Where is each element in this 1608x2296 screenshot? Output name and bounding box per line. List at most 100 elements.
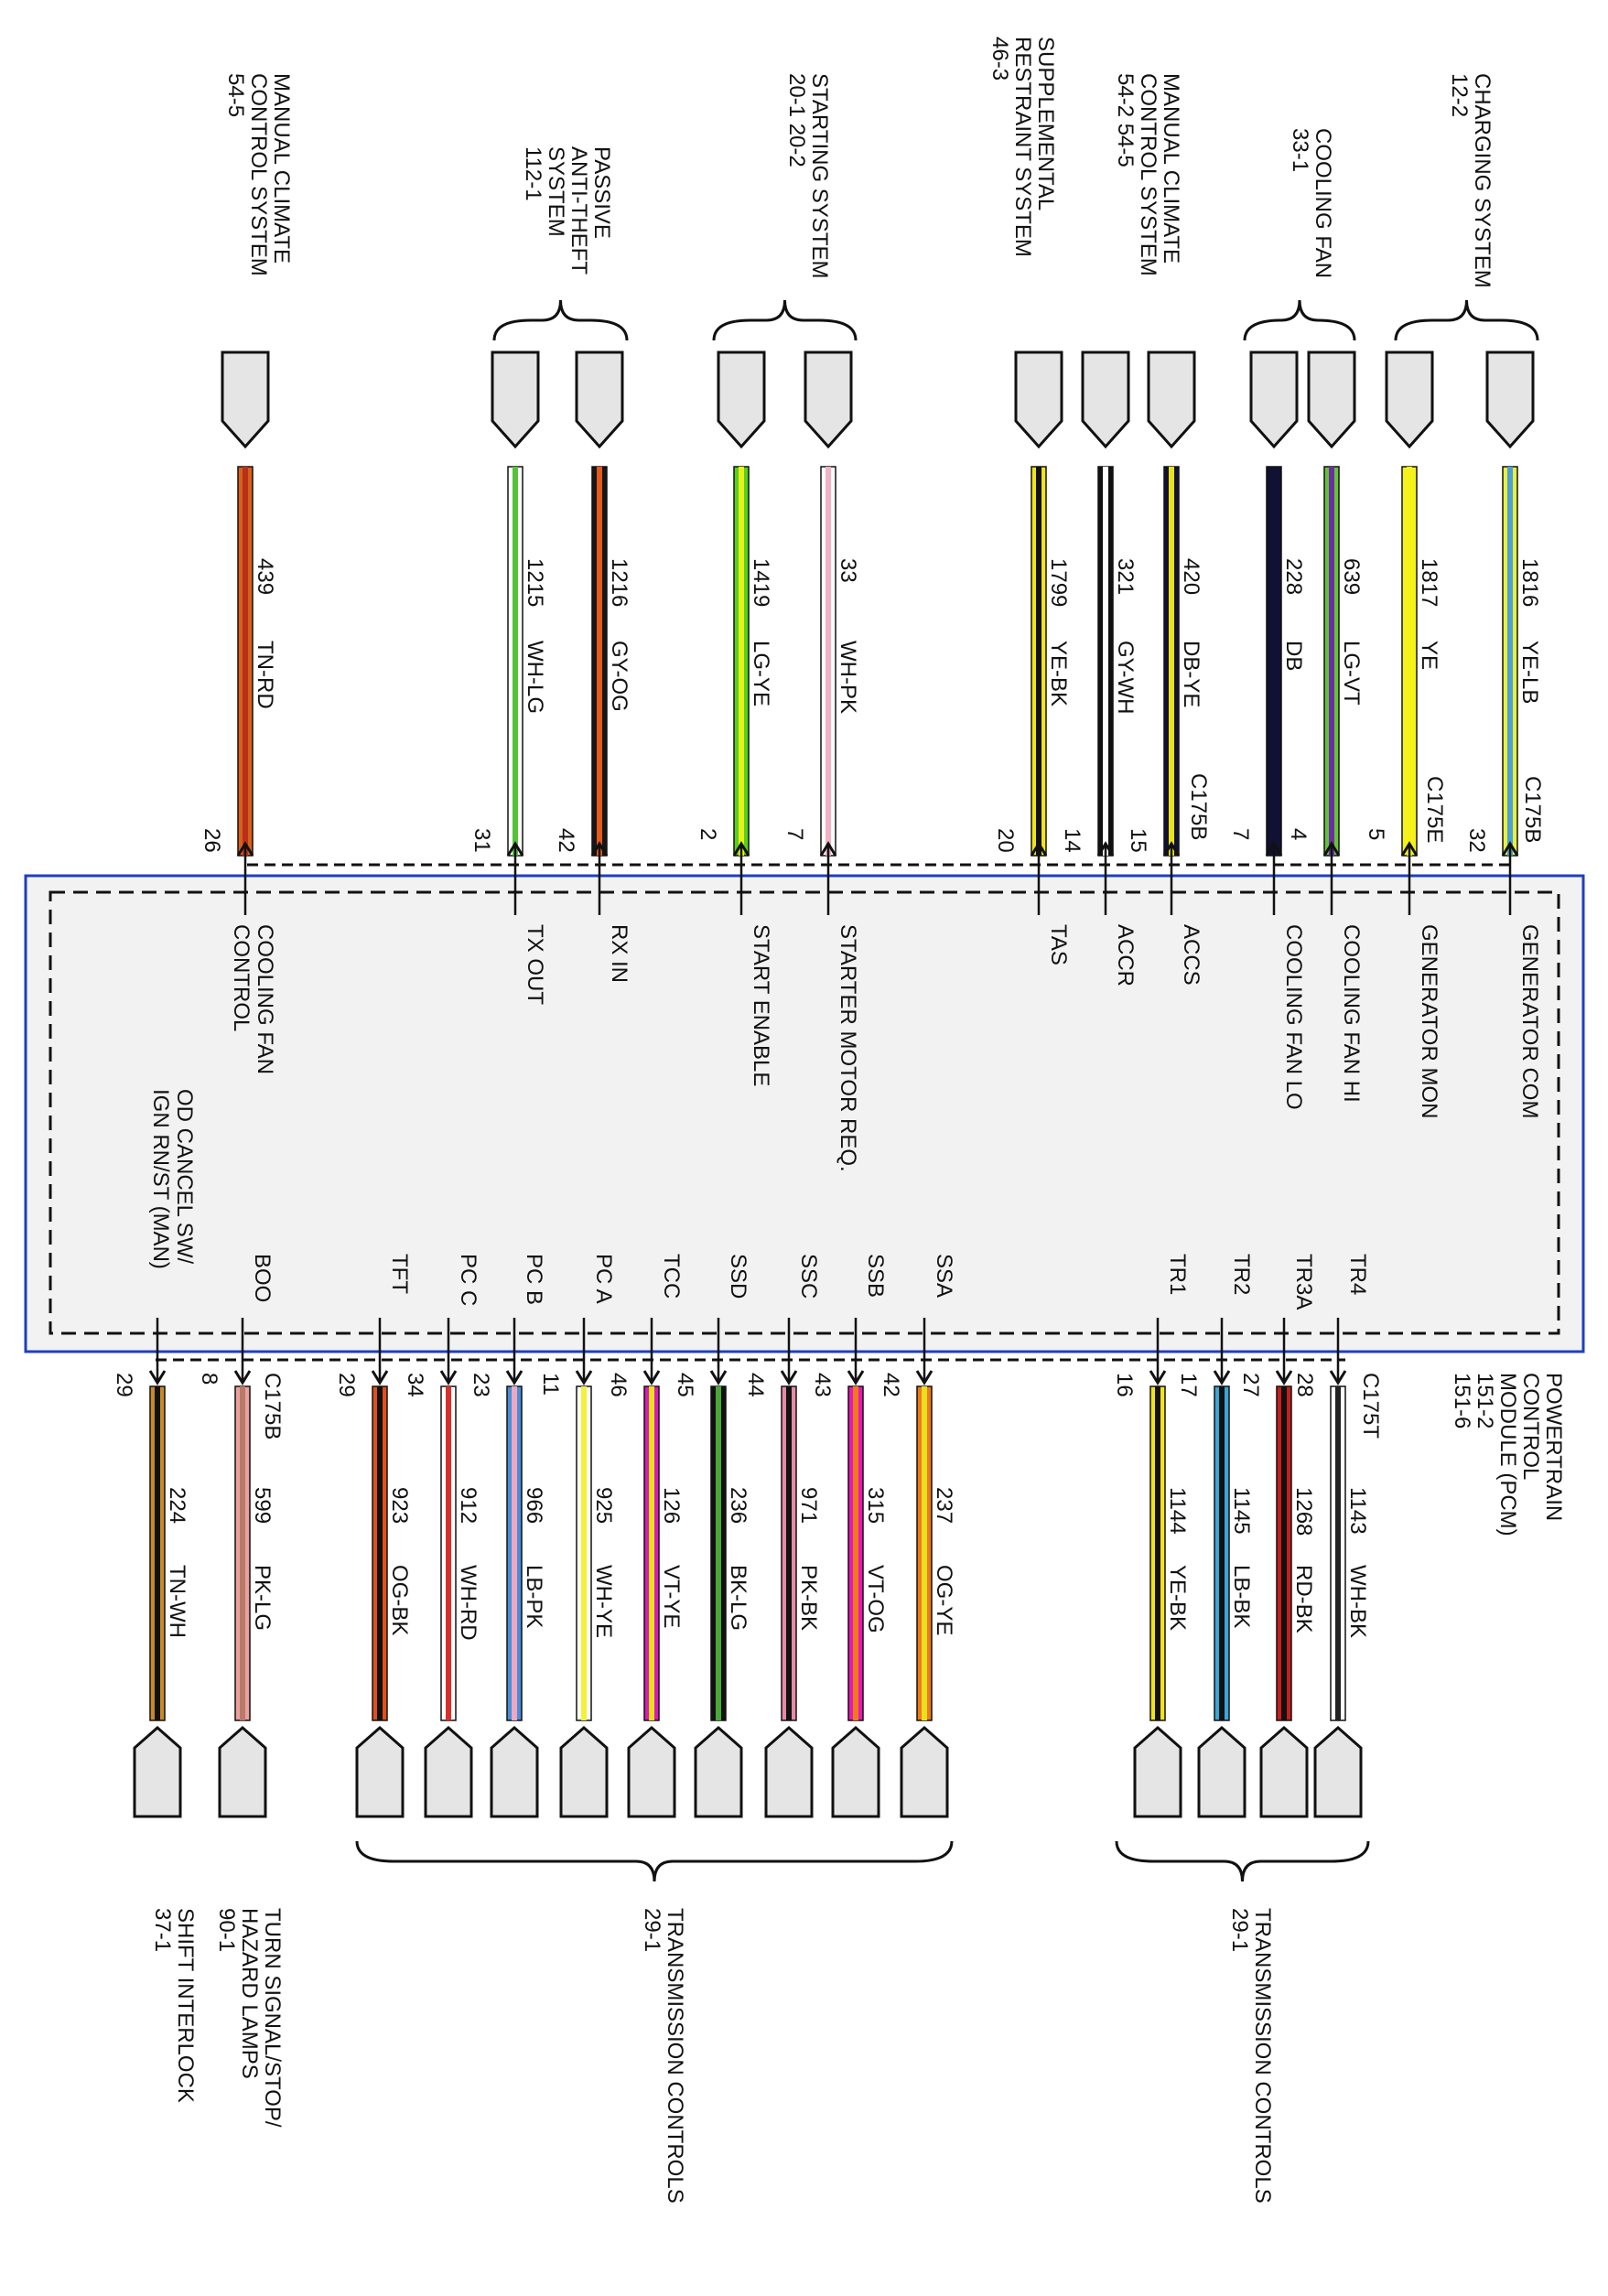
wire-stripe [786,1386,792,1720]
pin-arrow [642,1370,661,1385]
signal-name: TR4 [1345,1254,1370,1295]
circuit-number: 1419 [749,558,773,607]
connector-housing [1147,350,1196,449]
connector-housing [491,350,540,449]
circuit-number: 1816 [1517,558,1542,607]
connector-housing [1081,350,1130,449]
wire-color: WH-PK [836,641,860,714]
pin-number: 20 [993,828,1018,853]
circuit-number: 1144 [1165,1487,1190,1535]
pcm-title-line-4: 151-2 [1473,1373,1497,1428]
pin-arrow [1213,1370,1231,1385]
group-label-line: CONTROL SYSTEM [1136,73,1160,276]
pin-arrow [233,1370,252,1385]
circuit-number: 439 [253,558,277,595]
pin-number: 34 [403,1373,427,1397]
brace-trans-a [355,1840,954,1882]
pin-number: 7 [782,828,807,840]
wire-color: BK-LG [726,1565,750,1631]
pin-number: 14 [1060,828,1085,853]
pin-arrow [1149,1370,1167,1385]
wire-stripe [1219,1386,1225,1720]
wire-color: PK-LG [250,1565,275,1631]
pin-number: 42 [879,1373,903,1397]
signal-name: BOO [250,1254,275,1302]
wire-color: OG-BK [387,1565,412,1635]
wire-stripe [581,1386,587,1720]
wire-color: VT-OG [863,1565,888,1633]
circuit-number: 599 [250,1487,275,1524]
pin-number: 7 [1228,828,1253,840]
pin-number: 23 [469,1373,493,1397]
wire-color: LB-BK [1229,1565,1254,1628]
wire-color: TN-WH [165,1565,189,1638]
pin-number: 43 [810,1373,835,1397]
wire-stripe [512,1386,517,1720]
wire-color: PK-BK [796,1565,821,1631]
pin-arrow [915,1370,934,1385]
pin-number: 2 [696,828,720,840]
group-label-line: 54-2 54-5 [1113,73,1138,167]
signal-name: SSB [863,1254,888,1298]
circuit-number: 228 [1281,558,1306,595]
group-label-line: SHIFT INTERLOCK [173,1908,198,2103]
pin-arrow [847,1370,865,1385]
signal-name: SSA [932,1254,956,1298]
circuit-number: 966 [522,1487,546,1524]
circuit-number: 315 [863,1487,888,1524]
wire-stripe [240,1386,245,1720]
group-label-line: PASSIVE [589,146,614,239]
wire-stripe [155,1386,160,1720]
group-label-line: MANUAL CLIMATE [1159,73,1183,264]
pcm-title-line-3: MODULE (PCM) [1495,1373,1520,1536]
wire-color: YE [1417,641,1441,670]
pcm-title-line-5: 151-6 [1450,1373,1474,1428]
group-label-line: HAZARD LAMPS [237,1908,262,2079]
wire-stripe [1335,1386,1341,1720]
circuit-number: 1799 [1046,558,1071,607]
circuit-number: 321 [1113,558,1138,595]
group-label-line: 12-2 [1447,73,1472,117]
connector-housing [218,1726,267,1818]
group-label-line: ANTI-THEFT [567,146,591,275]
group-label-line: MANUAL CLIMATE [269,73,294,264]
brace-pats [492,299,629,341]
group-label-line: 90-1 [214,1908,239,1952]
group-label-line: 54-5 [223,73,248,117]
signal-name: TCC [659,1254,684,1299]
pin-number: 27 [1238,1373,1263,1397]
signal-name: COOLING FAN LO [1281,924,1306,1110]
connector-housing [1259,1726,1309,1818]
pin-arrow [505,1370,523,1385]
circuit-number: 1817 [1417,558,1441,607]
signal-name: PC C [456,1254,480,1306]
pin-arrow [148,1370,167,1385]
wire-stripe [1507,467,1513,856]
signal-name: PC B [522,1254,546,1305]
connector-c175b-mid: C175B [1186,773,1211,840]
brace-cooling-fan [1243,299,1356,341]
group-label-line: 37-1 [150,1908,175,1952]
pin-number: 44 [743,1373,768,1397]
pcm-module-frame [24,874,1585,1353]
circuit-number: 639 [1339,558,1364,595]
connector-housing [1014,350,1063,449]
